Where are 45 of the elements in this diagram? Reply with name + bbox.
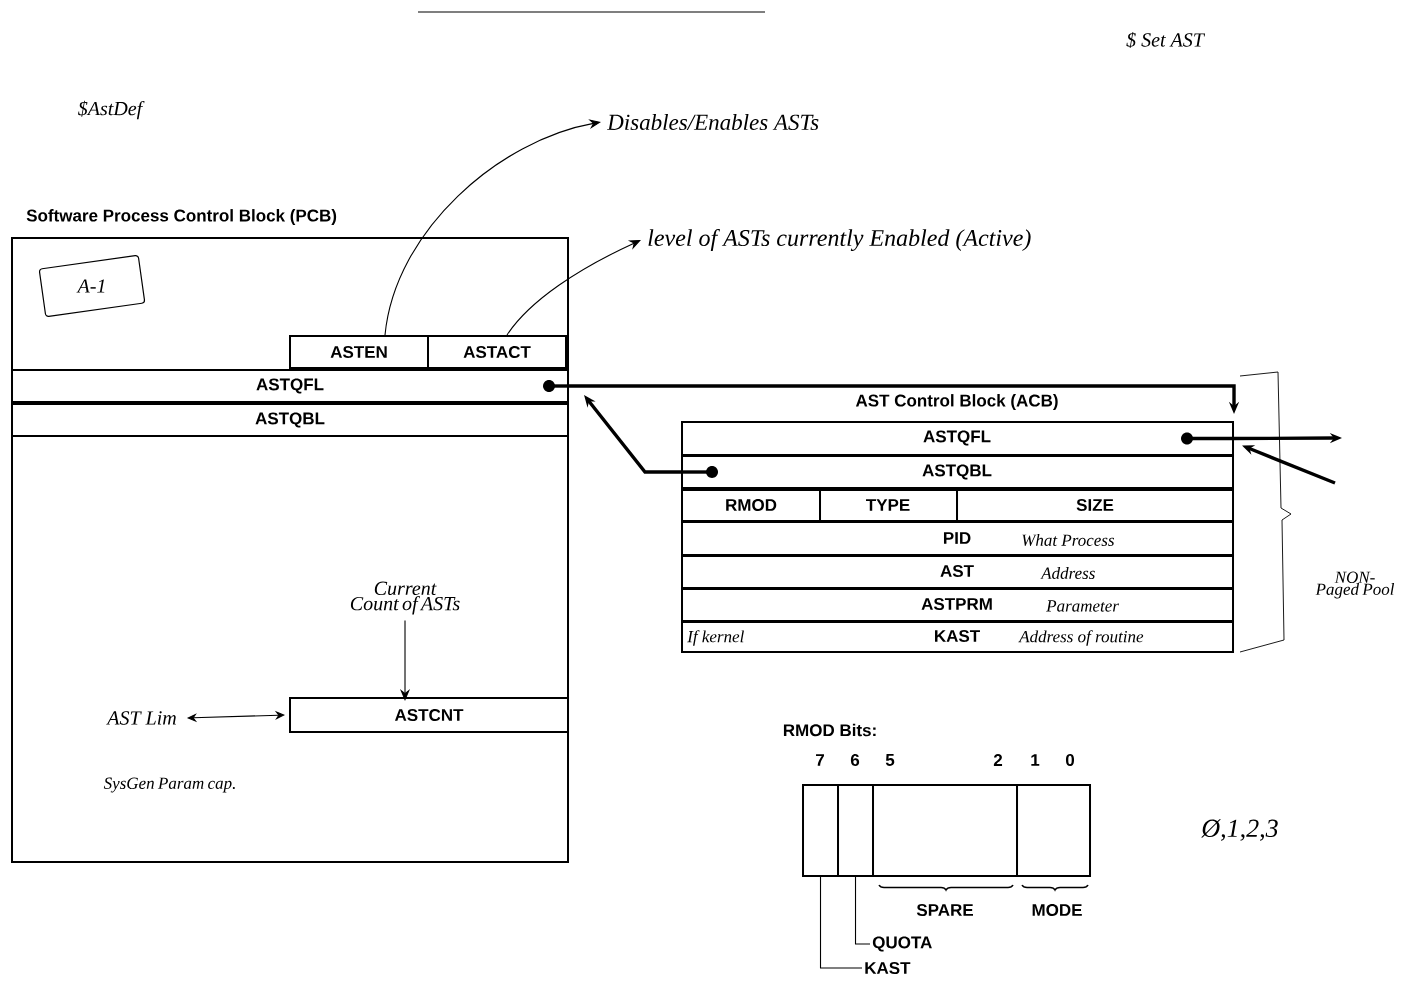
bit-cell — [837, 784, 874, 877]
block-title: AST Control Block (ACB) — [855, 394, 1058, 410]
bit-label: QUOTA — [872, 936, 932, 952]
field-row: AST Address — [681, 555, 1234, 589]
bit-number: 0 — [1065, 754, 1075, 767]
handwritten-note: Ø,1,2,3 — [1201, 819, 1278, 841]
handwritten-note: level of ASTs currently Enabled (Active) — [648, 228, 1031, 252]
field-row: ASTCNT — [289, 697, 569, 733]
arrow — [384, 119, 601, 336]
field-row: ASTQBL — [11, 403, 569, 437]
handwritten-note: SysGen Param cap. — [103, 777, 235, 793]
field-cell: ASTACT — [427, 335, 567, 369]
bit-field — [1016, 784, 1091, 877]
arrow — [506, 240, 641, 336]
bit-number: 6 — [850, 754, 860, 767]
bit-label: KAST — [865, 962, 911, 975]
field-cell: ASTEN — [289, 335, 429, 369]
register-title: RMOD Bits: — [783, 723, 876, 737]
leader-line — [819, 876, 863, 969]
leader-line — [854, 876, 871, 945]
field-row: ASTQBL — [681, 455, 1234, 489]
field-cell: SIZE — [956, 489, 1234, 522]
field-cell: TYPE — [819, 489, 958, 522]
bit-number: 1 — [1031, 754, 1040, 766]
field-row: ASTPRM Parameter — [681, 588, 1234, 622]
handwritten-note: Disables/Enables ASTs — [606, 113, 819, 131]
handwritten-note: Current Count of ASTs — [350, 581, 460, 615]
handwritten-note: $ Set AST — [1126, 32, 1206, 48]
field-row: PID What Process — [681, 521, 1234, 556]
node-label: Software Process Control Block (PCB) — [26, 209, 337, 225]
bit-cell — [802, 784, 839, 877]
bit-field — [872, 784, 1018, 877]
field-row: ASTQFL — [11, 369, 569, 403]
field-label: SPARE — [916, 904, 973, 917]
bit-number: 2 — [993, 754, 1003, 766]
bit-number: 5 — [885, 754, 895, 766]
field-label: MODE — [1032, 904, 1082, 917]
handwritten-note: AST Lim — [106, 711, 176, 725]
field-cell: RMOD — [681, 489, 821, 522]
handwritten-note: NON-Paged Pool — [1315, 571, 1395, 599]
handwritten-tag: A-1 — [38, 255, 146, 317]
handwritten-note: $AstDef — [78, 100, 145, 120]
field-row: ASTQFL — [681, 421, 1234, 456]
field-row: If kernel KAST Address of routine — [681, 621, 1234, 653]
bit-number: 7 — [816, 754, 824, 766]
